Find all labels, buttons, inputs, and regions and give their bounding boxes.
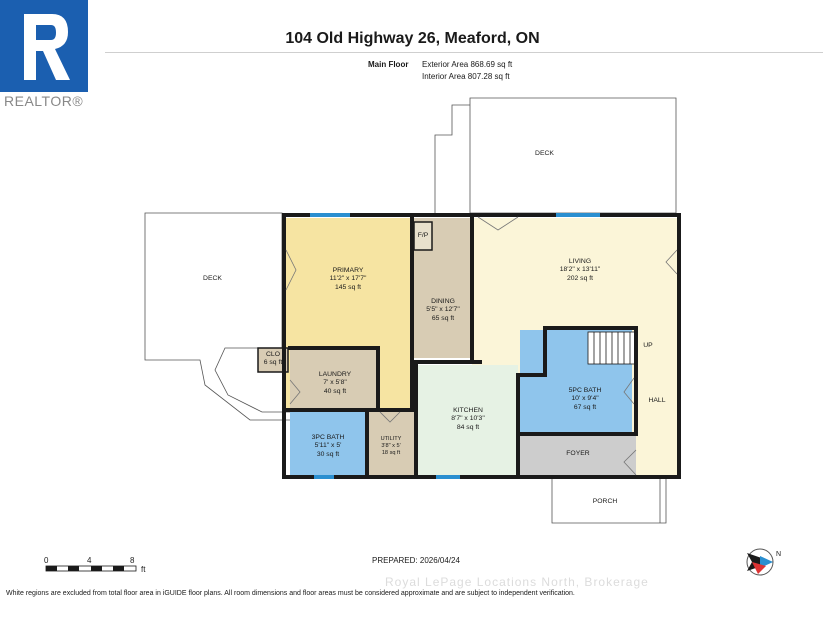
door-laundry: [289, 379, 301, 405]
compass-icon: N: [746, 548, 781, 576]
realtor-logo-text: REALTOR®: [4, 93, 84, 109]
floor-label: Main Floor: [368, 60, 409, 69]
label-hall: HALL: [648, 397, 666, 404]
room-laundry: [290, 348, 378, 410]
room-bath3: [290, 412, 366, 475]
door-bath5: [623, 377, 635, 405]
scale-tick-0: 0: [44, 556, 49, 565]
disclaimer: White regions are excluded from total fl…: [6, 590, 575, 597]
scale-tick-4: 4: [87, 556, 92, 565]
door-living-right: [665, 249, 678, 275]
deck-left-outline: [144, 212, 296, 421]
svg-text:N: N: [776, 551, 781, 558]
label-fp: F/P: [417, 232, 429, 239]
label-deck-left: DECK: [203, 275, 222, 282]
label-foyer: FOYER: [566, 450, 590, 457]
room-utility: [368, 412, 414, 475]
stairs-icon: [587, 331, 637, 365]
label-porch: PORCH: [592, 498, 618, 505]
label-deck-top: DECK: [535, 150, 554, 157]
interior-area: Interior Area 807.28 sq ft: [422, 72, 510, 81]
label-up: UP: [643, 342, 653, 349]
room-foyer: [520, 436, 636, 475]
realtor-r-icon: [0, 0, 88, 92]
scale-unit: ft: [141, 565, 146, 574]
page-title: 104 Old Highway 26, Meaford, ON: [285, 30, 540, 47]
scale-tick-8: 8: [130, 556, 135, 565]
prepared-date: PREPARED: 2026/04/24: [372, 556, 460, 565]
scale-bar: [45, 565, 137, 572]
deck-top-steps: [434, 104, 470, 213]
realtor-logo: [0, 0, 88, 92]
door-living-top: [477, 216, 519, 231]
title-divider: [105, 52, 823, 53]
door-primary: [285, 249, 297, 291]
watermark: Royal LePage Locations North, Brokerage: [385, 575, 649, 589]
door-foyer: [623, 449, 637, 476]
exterior-area: Exterior Area 868.69 sq ft: [422, 60, 513, 69]
exterior-wall: [282, 213, 681, 479]
door-utility: [379, 411, 401, 423]
deck-top-outline: [469, 97, 677, 214]
room-kitchen: [418, 365, 518, 475]
